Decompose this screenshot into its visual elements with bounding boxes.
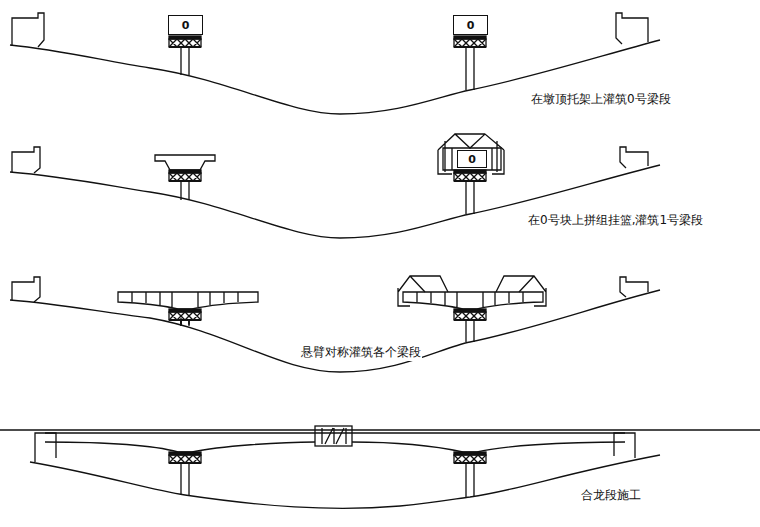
panel-3 [10, 276, 660, 372]
abutment [12, 147, 40, 173]
pier [180, 320, 181, 325]
form-traveller [438, 134, 504, 174]
deck-line [0, 429, 760, 430]
segment-number-box: 0 [168, 15, 203, 35]
stage-caption: 在0号块上拼组挂篮,灌筑1号梁段 [527, 212, 704, 229]
pier [466, 47, 474, 90]
abutment [620, 147, 648, 168]
cantilever [403, 292, 543, 309]
pier [466, 320, 474, 342]
closure-hatch [322, 428, 346, 444]
closure-segment [315, 426, 352, 446]
abutment [12, 277, 40, 302]
stage-caption: 在墩顶托架上灌筑0号梁段 [530, 91, 672, 108]
abutment [35, 433, 56, 462]
pier [466, 181, 474, 214]
abutment [620, 277, 648, 297]
pier [466, 463, 474, 497]
pier [181, 320, 189, 325]
abutment [12, 13, 44, 47]
pier [180, 320, 181, 325]
stage-caption: 合龙段施工 [580, 487, 642, 504]
continuous-girder [45, 433, 625, 452]
pier [181, 181, 189, 200]
terrain [30, 455, 660, 508]
abutment [614, 433, 635, 458]
segment-1 [443, 148, 501, 170]
pier [180, 318, 181, 320]
abutment [616, 13, 648, 44]
stage-caption: 悬臂对称灌筑各个梁段 [300, 344, 422, 361]
segment-number: 0 [467, 19, 475, 32]
segment-number-box: 0 [453, 15, 488, 35]
pier [181, 320, 189, 324]
pier [181, 47, 189, 75]
terrain [10, 290, 660, 372]
segment-number: 0 [468, 153, 476, 166]
pier [181, 320, 189, 326]
segment-0 [155, 155, 215, 170]
form-traveller [398, 276, 546, 306]
pier [181, 463, 189, 496]
cantilever [118, 292, 258, 309]
segment-number-box: 0 [457, 150, 487, 168]
panel-4 [0, 426, 760, 508]
segment-number: 0 [182, 19, 190, 32]
pier [180, 320, 181, 326]
